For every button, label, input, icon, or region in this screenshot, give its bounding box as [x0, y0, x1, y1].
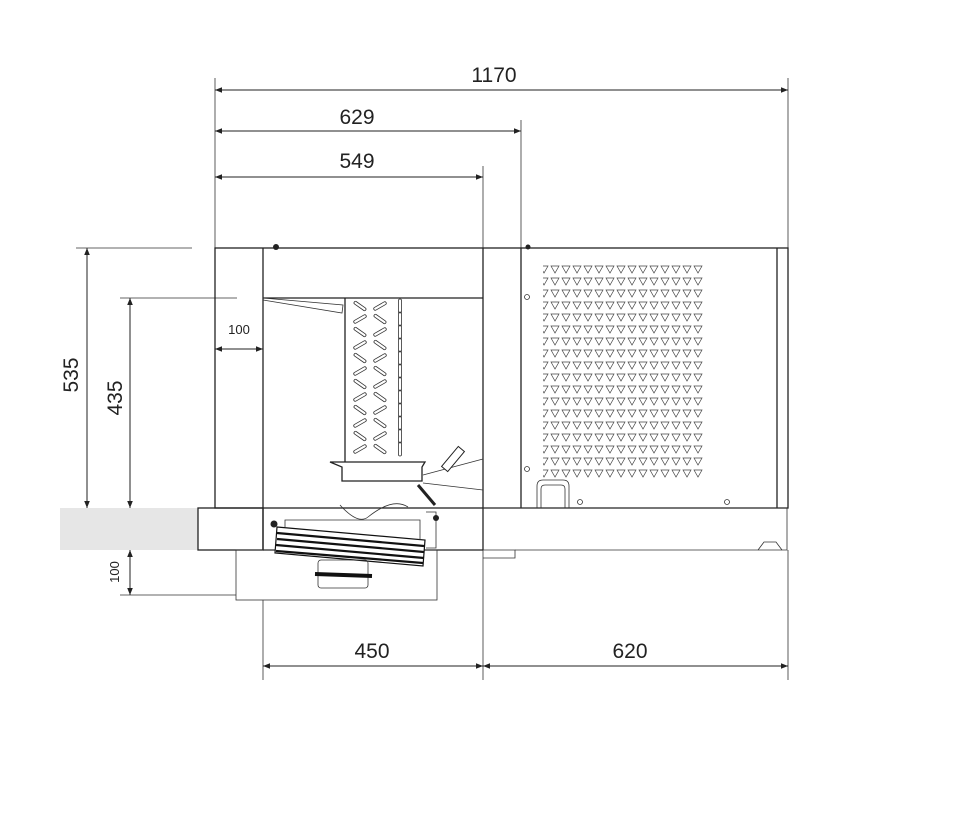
vent-slot	[398, 376, 402, 392]
vent-slot	[373, 365, 387, 377]
dimension-629: 629	[215, 106, 521, 134]
vent-slot	[373, 391, 387, 403]
dim-label-100-vertical: 100	[107, 561, 122, 583]
vent-slot	[398, 415, 402, 431]
dim-label-549: 549	[339, 150, 374, 173]
vent-slot	[398, 298, 402, 314]
dimension-100-vertical: 100	[107, 550, 133, 595]
vent-slot	[373, 339, 387, 351]
evaporator-fan-assembly	[235, 445, 484, 601]
vent-slot	[398, 324, 402, 340]
vent-slot	[373, 417, 387, 429]
vent-slot	[353, 352, 367, 364]
vent-slot	[353, 404, 367, 416]
dimension-535: 535	[60, 248, 90, 508]
vent-slot	[398, 389, 402, 405]
dim-label-629: 629	[339, 106, 374, 129]
vent-slot	[353, 366, 367, 376]
dimension-100-horizontal: 100	[215, 322, 263, 352]
vent-slot	[373, 405, 387, 415]
vent-slot	[353, 418, 367, 428]
vent-slot	[353, 340, 367, 350]
dimension-549: 549	[215, 150, 483, 180]
vent-slot	[398, 402, 402, 418]
vent-slot	[398, 311, 402, 327]
dim-label-1170: 1170	[471, 64, 516, 87]
unit-body	[197, 244, 789, 559]
dimension-620: 620	[483, 640, 788, 669]
vent-slot	[353, 392, 367, 402]
vent-slot	[398, 428, 402, 444]
vent-slot	[353, 314, 367, 324]
vent-slot	[373, 301, 387, 311]
condenser-grille	[524, 263, 730, 508]
evaporator-panel	[329, 298, 427, 482]
extension-lines	[76, 78, 789, 680]
dim-label-450: 450	[354, 640, 389, 663]
vent-slot	[353, 378, 367, 390]
vent-slot	[398, 350, 402, 366]
dim-label-100-horizontal: 100	[228, 322, 250, 337]
dimension-1170: 1170	[215, 64, 788, 93]
vent-slot	[398, 441, 402, 457]
vent-slot	[373, 443, 387, 455]
vent-slot	[373, 313, 387, 325]
wall-section	[60, 508, 198, 550]
dim-label-620: 620	[612, 640, 647, 663]
vent-slot	[373, 431, 387, 441]
vent-slot	[373, 379, 387, 389]
vent-slot	[398, 363, 402, 379]
dim-label-435: 435	[104, 380, 127, 415]
vent-slot	[373, 353, 387, 363]
vent-slot	[353, 430, 367, 442]
vent-slot	[353, 300, 367, 312]
dimension-435: 435	[104, 298, 133, 508]
vent-slot	[398, 337, 402, 353]
dim-label-535: 535	[60, 357, 83, 392]
vent-slot	[353, 326, 367, 338]
vent-slot	[353, 444, 367, 454]
vent-slot	[373, 327, 387, 337]
dimension-450: 450	[263, 640, 483, 669]
